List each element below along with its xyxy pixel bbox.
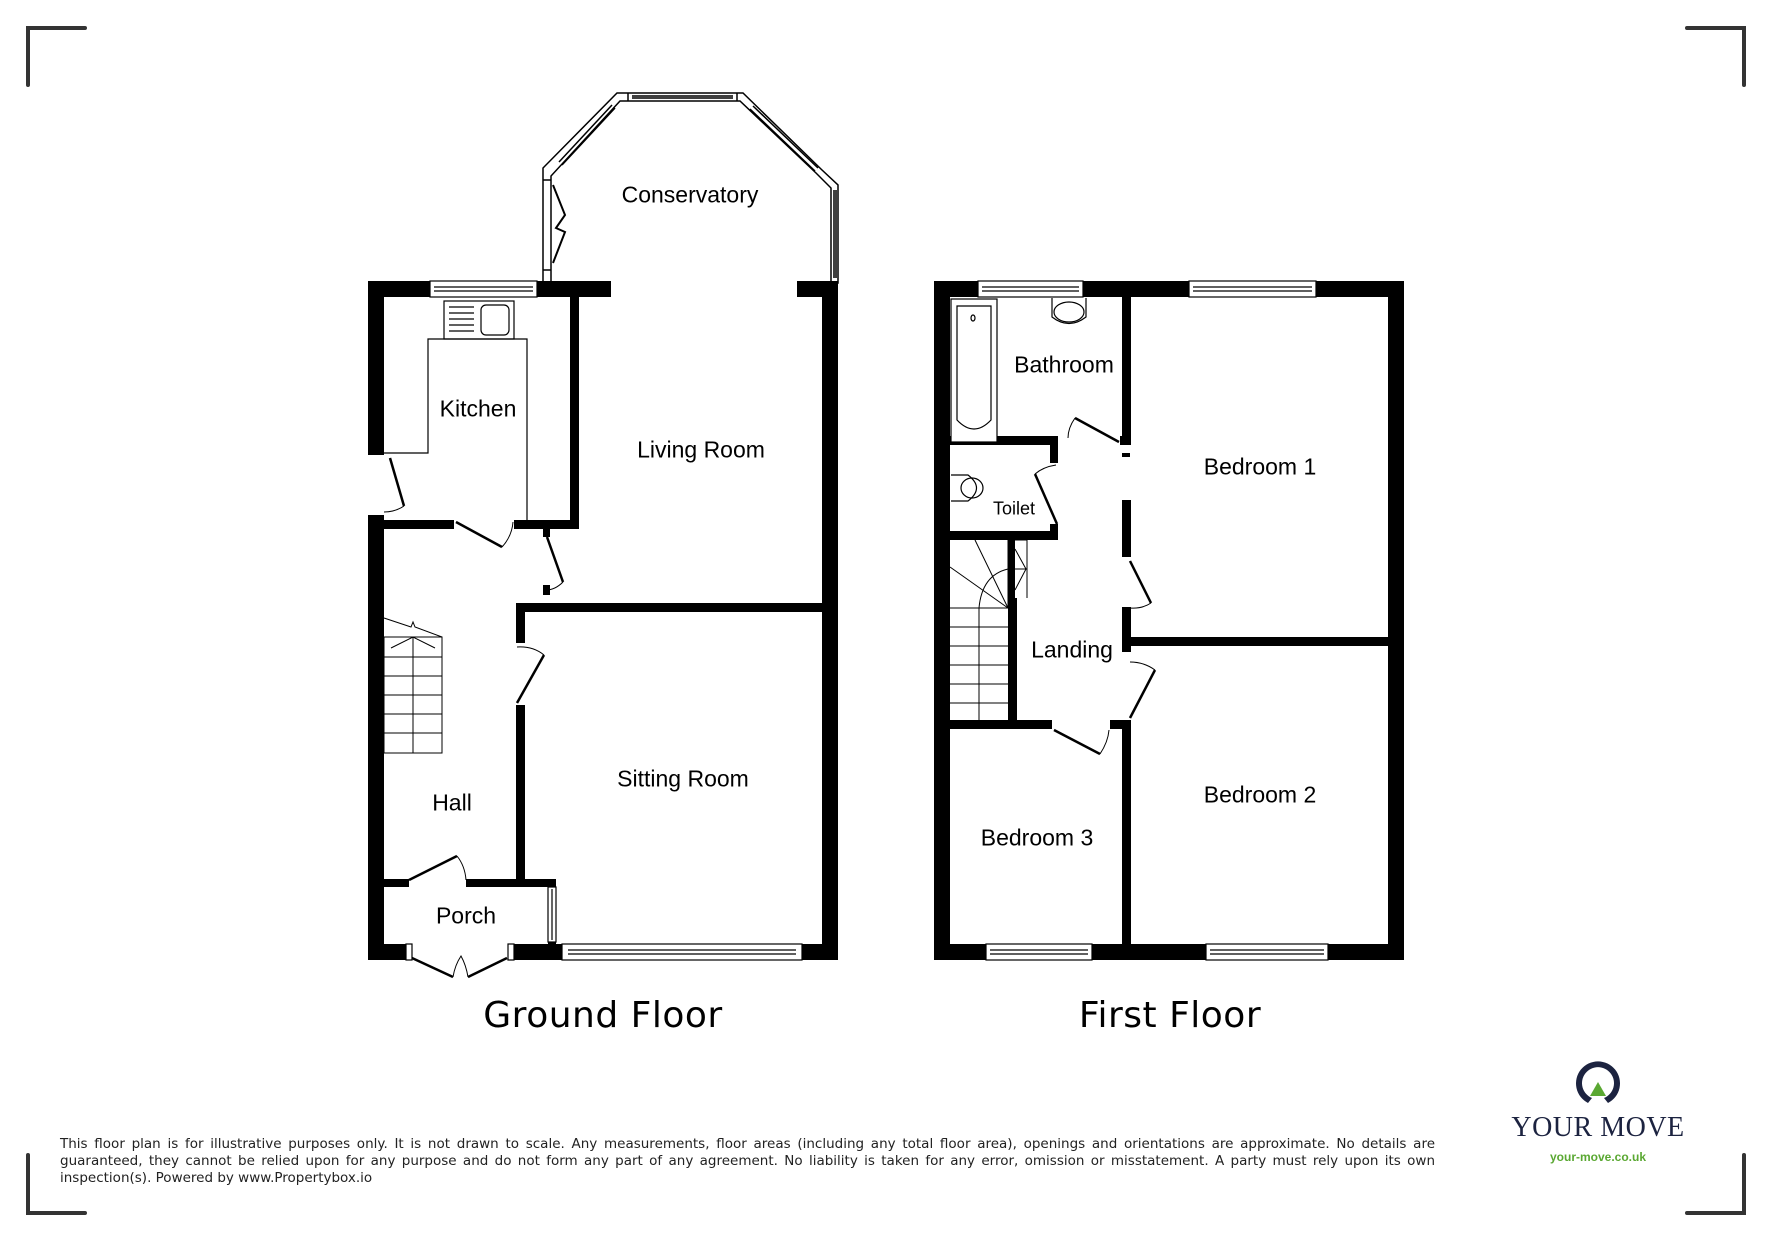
first-floor-title: First Floor — [1078, 995, 1262, 1036]
frame-corners — [26, 26, 1746, 1215]
room-label-conservatory: Conservatory — [621, 181, 759, 208]
ground-doors — [383, 457, 565, 979]
kitchen-fittings — [384, 300, 528, 520]
room-label-toilet: Toilet — [992, 498, 1036, 519]
room-label-bedroom-1: Bedroom 1 — [1203, 453, 1317, 480]
ground-walls — [368, 281, 838, 960]
bathroom-fittings — [950, 298, 1087, 502]
first-windows — [977, 280, 1329, 961]
ground-floor-plan — [368, 92, 839, 979]
first-staircase — [949, 539, 1028, 720]
ground-windows — [405, 280, 803, 961]
your-move-logo: YOUR MOVE your-move.co.uk — [1508, 1052, 1688, 1172]
room-label-porch: Porch — [435, 902, 497, 929]
ground-staircase — [383, 617, 443, 754]
room-label-bedroom-3: Bedroom 3 — [980, 824, 1094, 851]
ground-floor-title: Ground Floor — [483, 995, 723, 1036]
room-label-bedroom-2: Bedroom 2 — [1203, 781, 1317, 808]
first-walls — [934, 281, 1404, 960]
disclaimer-text: This floor plan is for illustrative purp… — [60, 1136, 1435, 1186]
logo-brand-name: YOUR MOVE — [1511, 1112, 1685, 1143]
room-label-hall: Hall — [432, 789, 472, 816]
logo-website: your-move.co.uk — [1549, 1150, 1647, 1164]
first-doors — [1033, 416, 1157, 756]
room-label-bathroom: Bathroom — [1014, 351, 1114, 378]
location-pin-logo-icon — [1576, 1061, 1620, 1103]
room-label-living-room: Living Room — [637, 436, 765, 463]
conservatory-glazing — [542, 92, 839, 284]
room-label-kitchen: Kitchen — [439, 395, 517, 422]
first-floor-plan — [934, 280, 1404, 961]
room-label-landing: Landing — [1031, 636, 1113, 663]
room-label-sitting-room: Sitting Room — [617, 765, 749, 792]
